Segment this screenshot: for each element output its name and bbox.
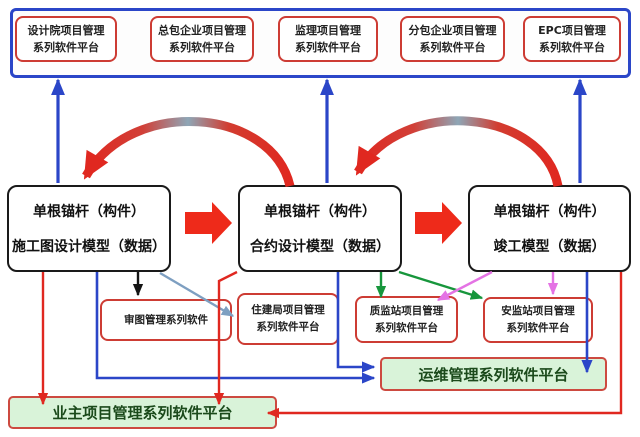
agency-label: 审图管理系列软件: [124, 313, 208, 326]
platform-label: 监理项目管理: [295, 23, 361, 37]
model-box-as-built: 单根锚杆（构件） 竣工模型（数据）: [468, 185, 631, 272]
block-arrow-model2-to-model3: [415, 202, 462, 244]
model-label: 单根锚杆（构件）: [264, 204, 376, 220]
agency-label: 安监站项目管理: [501, 305, 575, 318]
platform-label: EPC项目管理: [538, 23, 606, 37]
platform-label: 系列软件平台: [539, 41, 605, 54]
agency-box-quality-station: 质监站项目管理 系列软件平台: [355, 296, 458, 343]
agency-label: 系列软件平台: [375, 321, 438, 334]
agency-label: 质监站项目管理: [369, 304, 444, 317]
owner-platform-label: 业主项目管理系列软件平台: [52, 404, 233, 422]
agency-label: 系列软件平台: [256, 321, 320, 333]
agency-box-drawing-review: 审图管理系列软件: [100, 299, 232, 341]
platform-label: 系列软件平台: [419, 41, 486, 54]
platform-box-design-institute: 设计院项目管理 系列软件平台: [15, 16, 117, 62]
model-label: 单根锚杆（构件）: [33, 204, 145, 220]
platform-box-epc: EPC项目管理 系列软件平台: [523, 16, 621, 62]
agency-label: 系列软件平台: [506, 322, 570, 334]
arrow-model2-to-safety-station: [398, 270, 484, 300]
platform-label: 系列软件平台: [295, 41, 361, 54]
platform-box-general-contractor: 总包企业项目管理 系列软件平台: [150, 16, 254, 62]
agency-box-safety-station: 安监站项目管理 系列软件平台: [483, 297, 593, 343]
platform-label: 系列软件平台: [169, 41, 235, 54]
om-platform-bar: 运维管理系列软件平台: [380, 357, 607, 391]
platform-label: 分包企业项目管理: [408, 23, 497, 37]
model-label: 施工图设计模型（数据）: [12, 239, 166, 255]
block-arrow-model1-to-model2: [185, 202, 232, 244]
platform-label: 系列软件平台: [33, 41, 99, 54]
platform-label: 设计院项目管理: [27, 23, 105, 37]
model-label: 合约设计模型（数据）: [250, 239, 390, 255]
platform-box-subcontractor: 分包企业项目管理 系列软件平台: [400, 16, 505, 62]
arc-model2-back-to-model1: [82, 117, 295, 188]
agency-label: 住建局项目管理: [251, 304, 325, 317]
model-box-construction-drawing: 单根锚杆（构件） 施工图设计模型（数据）: [7, 185, 171, 272]
model-label: 单根锚杆（构件）: [493, 204, 606, 220]
om-platform-label: 运维管理系列软件平台: [418, 365, 569, 384]
model-box-contract-design: 单根锚杆（构件） 合约设计模型（数据）: [238, 185, 402, 272]
agency-box-housing-bureau: 住建局项目管理 系列软件平台: [237, 293, 339, 345]
platform-label: 总包企业项目管理: [158, 23, 246, 37]
model-label: 竣工模型（数据）: [493, 239, 606, 255]
platform-box-supervision: 监理项目管理 系列软件平台: [278, 16, 378, 62]
arc-model3-back-to-model2: [354, 116, 563, 188]
owner-platform-bar: 业主项目管理系列软件平台: [8, 396, 277, 429]
